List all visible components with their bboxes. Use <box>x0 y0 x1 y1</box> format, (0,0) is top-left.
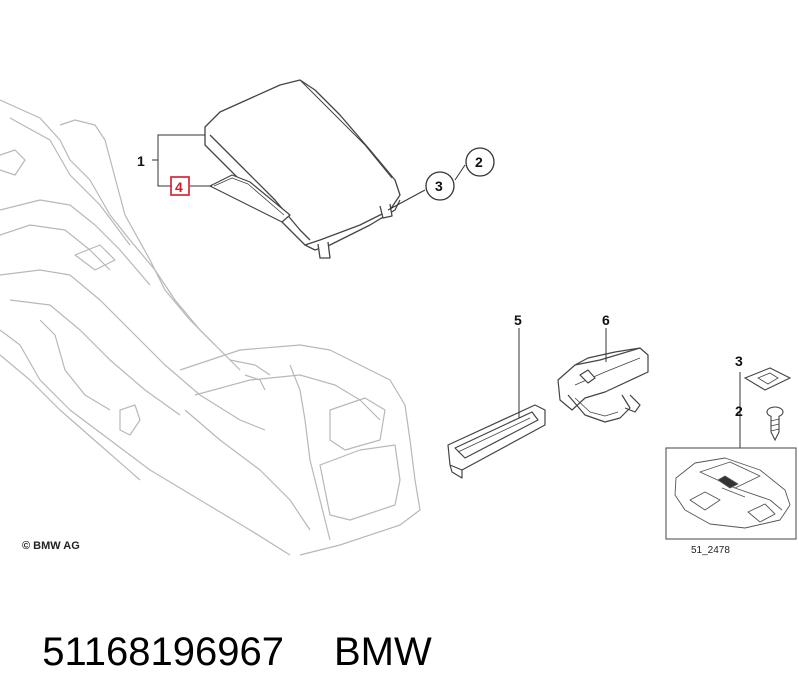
callout-4: 4 <box>175 179 183 195</box>
inset-callout-3: 3 <box>735 353 743 369</box>
callout-2-circle <box>465 147 495 177</box>
copyright-notice: © BMW AG <box>22 540 80 552</box>
part-number: 51168196967 <box>42 630 284 674</box>
leader-lines <box>152 134 741 448</box>
vehicle-inset-frame <box>665 447 797 540</box>
vehicle-coupe-icon <box>674 457 791 529</box>
screw-icon <box>766 406 784 442</box>
brand-name: BMW <box>333 630 432 674</box>
lid-tray-part4-drawing <box>209 174 291 223</box>
part-footer: 51168196967 BMW <box>20 585 432 675</box>
callout-6: 6 <box>602 312 610 328</box>
callout-1: 1 <box>137 153 145 169</box>
callout-4-highlight-box <box>170 176 190 196</box>
bezel-part5-drawing <box>447 404 546 479</box>
center-console-drawing <box>0 99 421 556</box>
fastener-inset: 3 2 <box>735 353 792 442</box>
callout-3-circle <box>425 171 455 201</box>
callout-2: 2 <box>475 154 483 170</box>
inset-callout-2: 2 <box>735 403 743 419</box>
diagram-id: 51_2478 <box>691 545 730 556</box>
speed-nut-clip-icon <box>743 367 792 391</box>
callout-3: 3 <box>435 178 443 194</box>
cupholder-part6-drawing <box>557 347 649 423</box>
armrest-lid-drawing <box>204 79 401 259</box>
callout-5: 5 <box>514 312 522 328</box>
